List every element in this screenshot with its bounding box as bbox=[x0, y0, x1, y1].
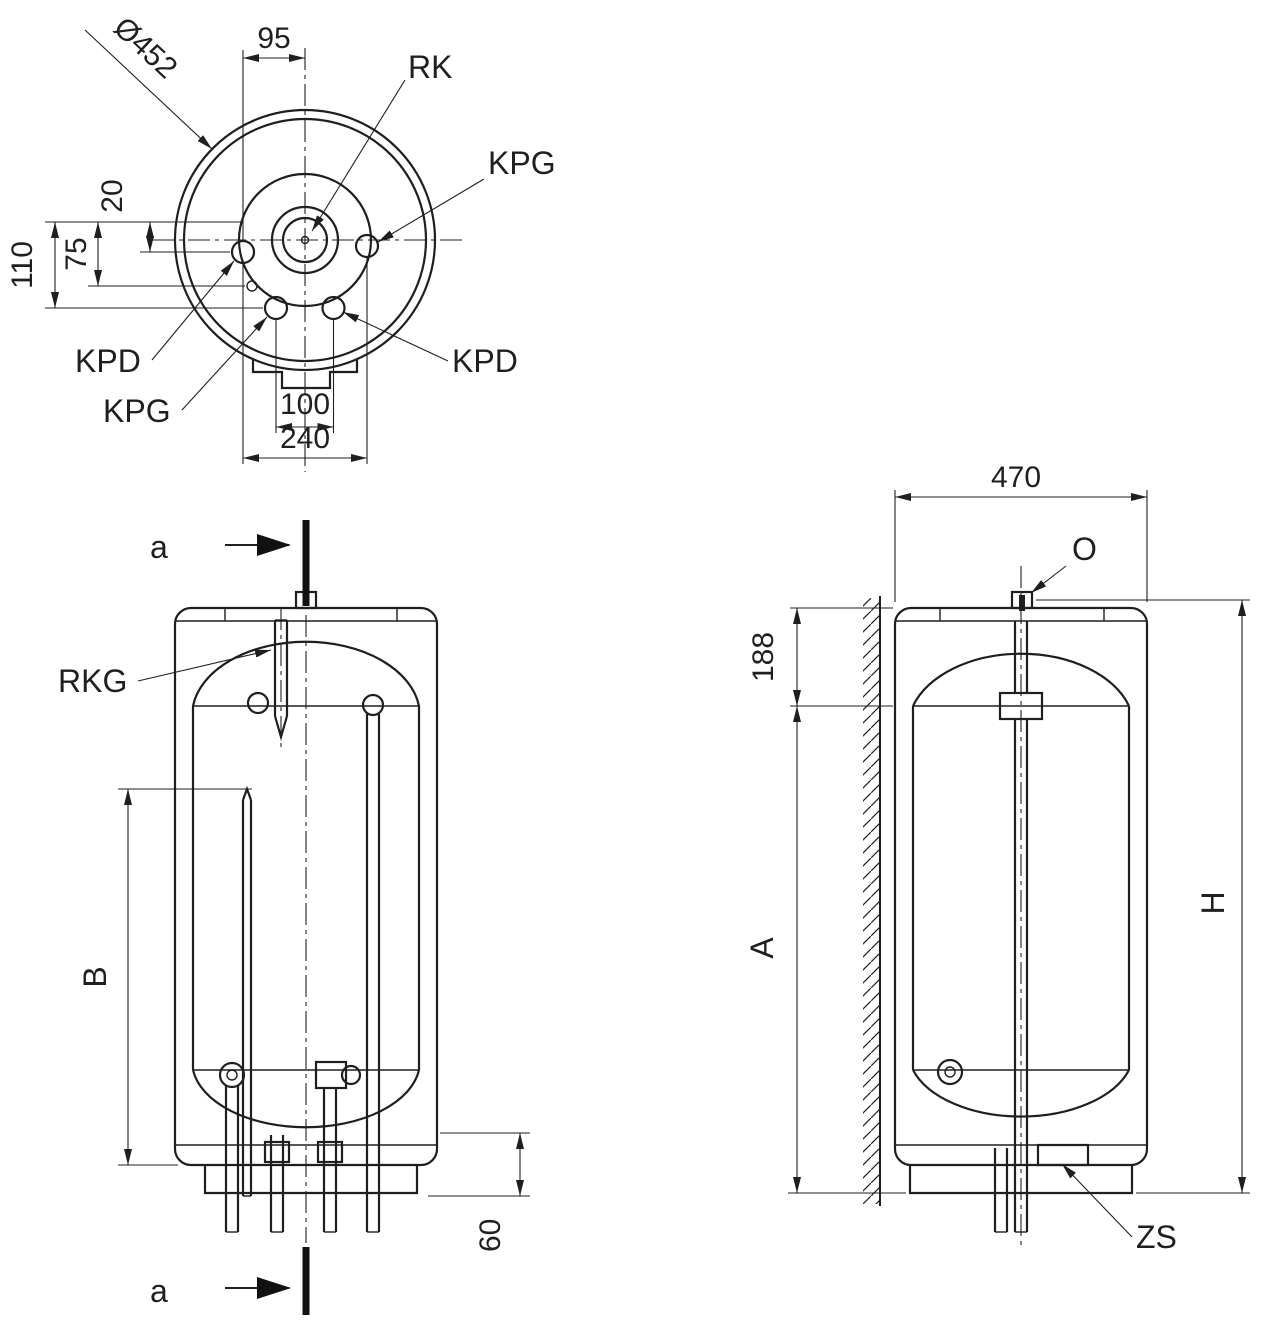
front-view-centerlines bbox=[280, 608, 307, 1243]
drain-port-inner bbox=[226, 1069, 238, 1081]
side-view-dimensions bbox=[788, 490, 1250, 1238]
dim-240-label: 240 bbox=[280, 422, 330, 455]
wall-section bbox=[863, 596, 881, 1206]
top-view-centerlines bbox=[152, 48, 462, 472]
kpd-right-label: KPD bbox=[452, 343, 518, 379]
dim-b-label: B bbox=[77, 966, 113, 987]
dim-h-label: H bbox=[1195, 891, 1231, 914]
center-mark bbox=[300, 235, 310, 245]
sensor-hole bbox=[246, 280, 258, 292]
rk-label: RK bbox=[408, 49, 452, 85]
top-view-leader-lines bbox=[84, 29, 485, 411]
dim-95-label: 95 bbox=[257, 22, 290, 55]
kpg-left-label: KPG bbox=[103, 393, 171, 429]
kpg-right-hole bbox=[354, 233, 380, 259]
rk-port-inner bbox=[281, 216, 329, 264]
bottom-pipe-stubs bbox=[224, 1086, 338, 1233]
bottom-tab bbox=[251, 359, 359, 390]
o-port-plug bbox=[1019, 595, 1025, 611]
front-view-casing bbox=[173, 590, 439, 1195]
top-view-dimension-lines bbox=[51, 54, 367, 462]
dia-452-label: Ø452 bbox=[107, 11, 183, 85]
section-cut-marks bbox=[225, 520, 310, 1315]
inner-shell-circle bbox=[182, 117, 428, 363]
side-base-ring bbox=[908, 1165, 1134, 1195]
kpd-bottom-hole bbox=[321, 295, 346, 321]
kpg-left-leader bbox=[181, 316, 268, 411]
kpg-right-label: KPG bbox=[488, 145, 556, 181]
section-a-bottom-label: a bbox=[150, 1273, 168, 1309]
center-coupling bbox=[998, 691, 1044, 721]
kpg-right-leader bbox=[377, 178, 485, 243]
front-view-tank bbox=[191, 640, 421, 1129]
rk-port-outer bbox=[270, 205, 340, 275]
base-coupling-right bbox=[316, 1140, 344, 1164]
bottom-fitting-body bbox=[314, 1060, 348, 1090]
rkg-leader bbox=[137, 649, 272, 682]
side-drain-inner bbox=[944, 1066, 956, 1078]
zs-leader bbox=[1061, 1163, 1133, 1238]
drain-port-outer bbox=[218, 1061, 246, 1089]
top-view-extension-lines bbox=[45, 50, 368, 464]
anode-rod bbox=[241, 785, 253, 1197]
side-view-internals bbox=[936, 621, 1090, 1233]
dim-188-label: 188 bbox=[747, 632, 780, 682]
zs-label: ZS bbox=[1136, 1219, 1177, 1255]
dim-100-label: 100 bbox=[280, 388, 330, 421]
dim-60-label: 60 bbox=[474, 1219, 507, 1252]
side-view: 470 O 188 A H ZS bbox=[744, 461, 1250, 1255]
front-left-port bbox=[246, 691, 270, 715]
side-drain-outer bbox=[936, 1058, 964, 1086]
dim-20-label: 20 bbox=[96, 179, 129, 212]
outer-shell-circle bbox=[173, 108, 437, 372]
rkg-thermowell bbox=[273, 619, 289, 742]
o-leader bbox=[1030, 565, 1067, 594]
front-view: a a RKG B 60 bbox=[58, 520, 530, 1315]
rkg-label: RKG bbox=[58, 663, 127, 699]
kpd-left-leader bbox=[151, 260, 235, 361]
dim-a-label: A bbox=[744, 937, 780, 959]
right-riser-tube bbox=[361, 693, 385, 1233]
rk-leader bbox=[311, 79, 406, 232]
front-base-ring bbox=[203, 1165, 419, 1195]
front-view-dimensions bbox=[118, 649, 530, 1197]
o-label: O bbox=[1072, 531, 1097, 567]
side-view-casing bbox=[893, 590, 1149, 1195]
flange-circle bbox=[237, 172, 373, 308]
kpd-left-label: KPD bbox=[75, 343, 141, 379]
dim-470-label: 470 bbox=[991, 461, 1041, 494]
top-view-vessel-circles bbox=[173, 108, 437, 372]
base-coupling-left bbox=[263, 1140, 291, 1164]
section-a-top-label: a bbox=[150, 529, 168, 565]
kpd-right-leader bbox=[342, 311, 449, 362]
front-casing-outline bbox=[173, 606, 439, 1167]
zs-bracket bbox=[1036, 1143, 1090, 1167]
front-view-internals bbox=[218, 619, 385, 1233]
dim-75-label: 75 bbox=[60, 237, 93, 270]
kpg-bottom-hole bbox=[263, 295, 289, 321]
diameter-leader bbox=[84, 29, 213, 150]
top-view: Ø452 95 20 75 110 100 240 RK KPG KPD KPD… bbox=[6, 11, 556, 472]
wall-hatching bbox=[863, 598, 880, 1204]
bottom-fitting-end bbox=[340, 1064, 362, 1086]
side-view-tank bbox=[911, 652, 1131, 1118]
dim-110-label: 110 bbox=[6, 241, 39, 289]
